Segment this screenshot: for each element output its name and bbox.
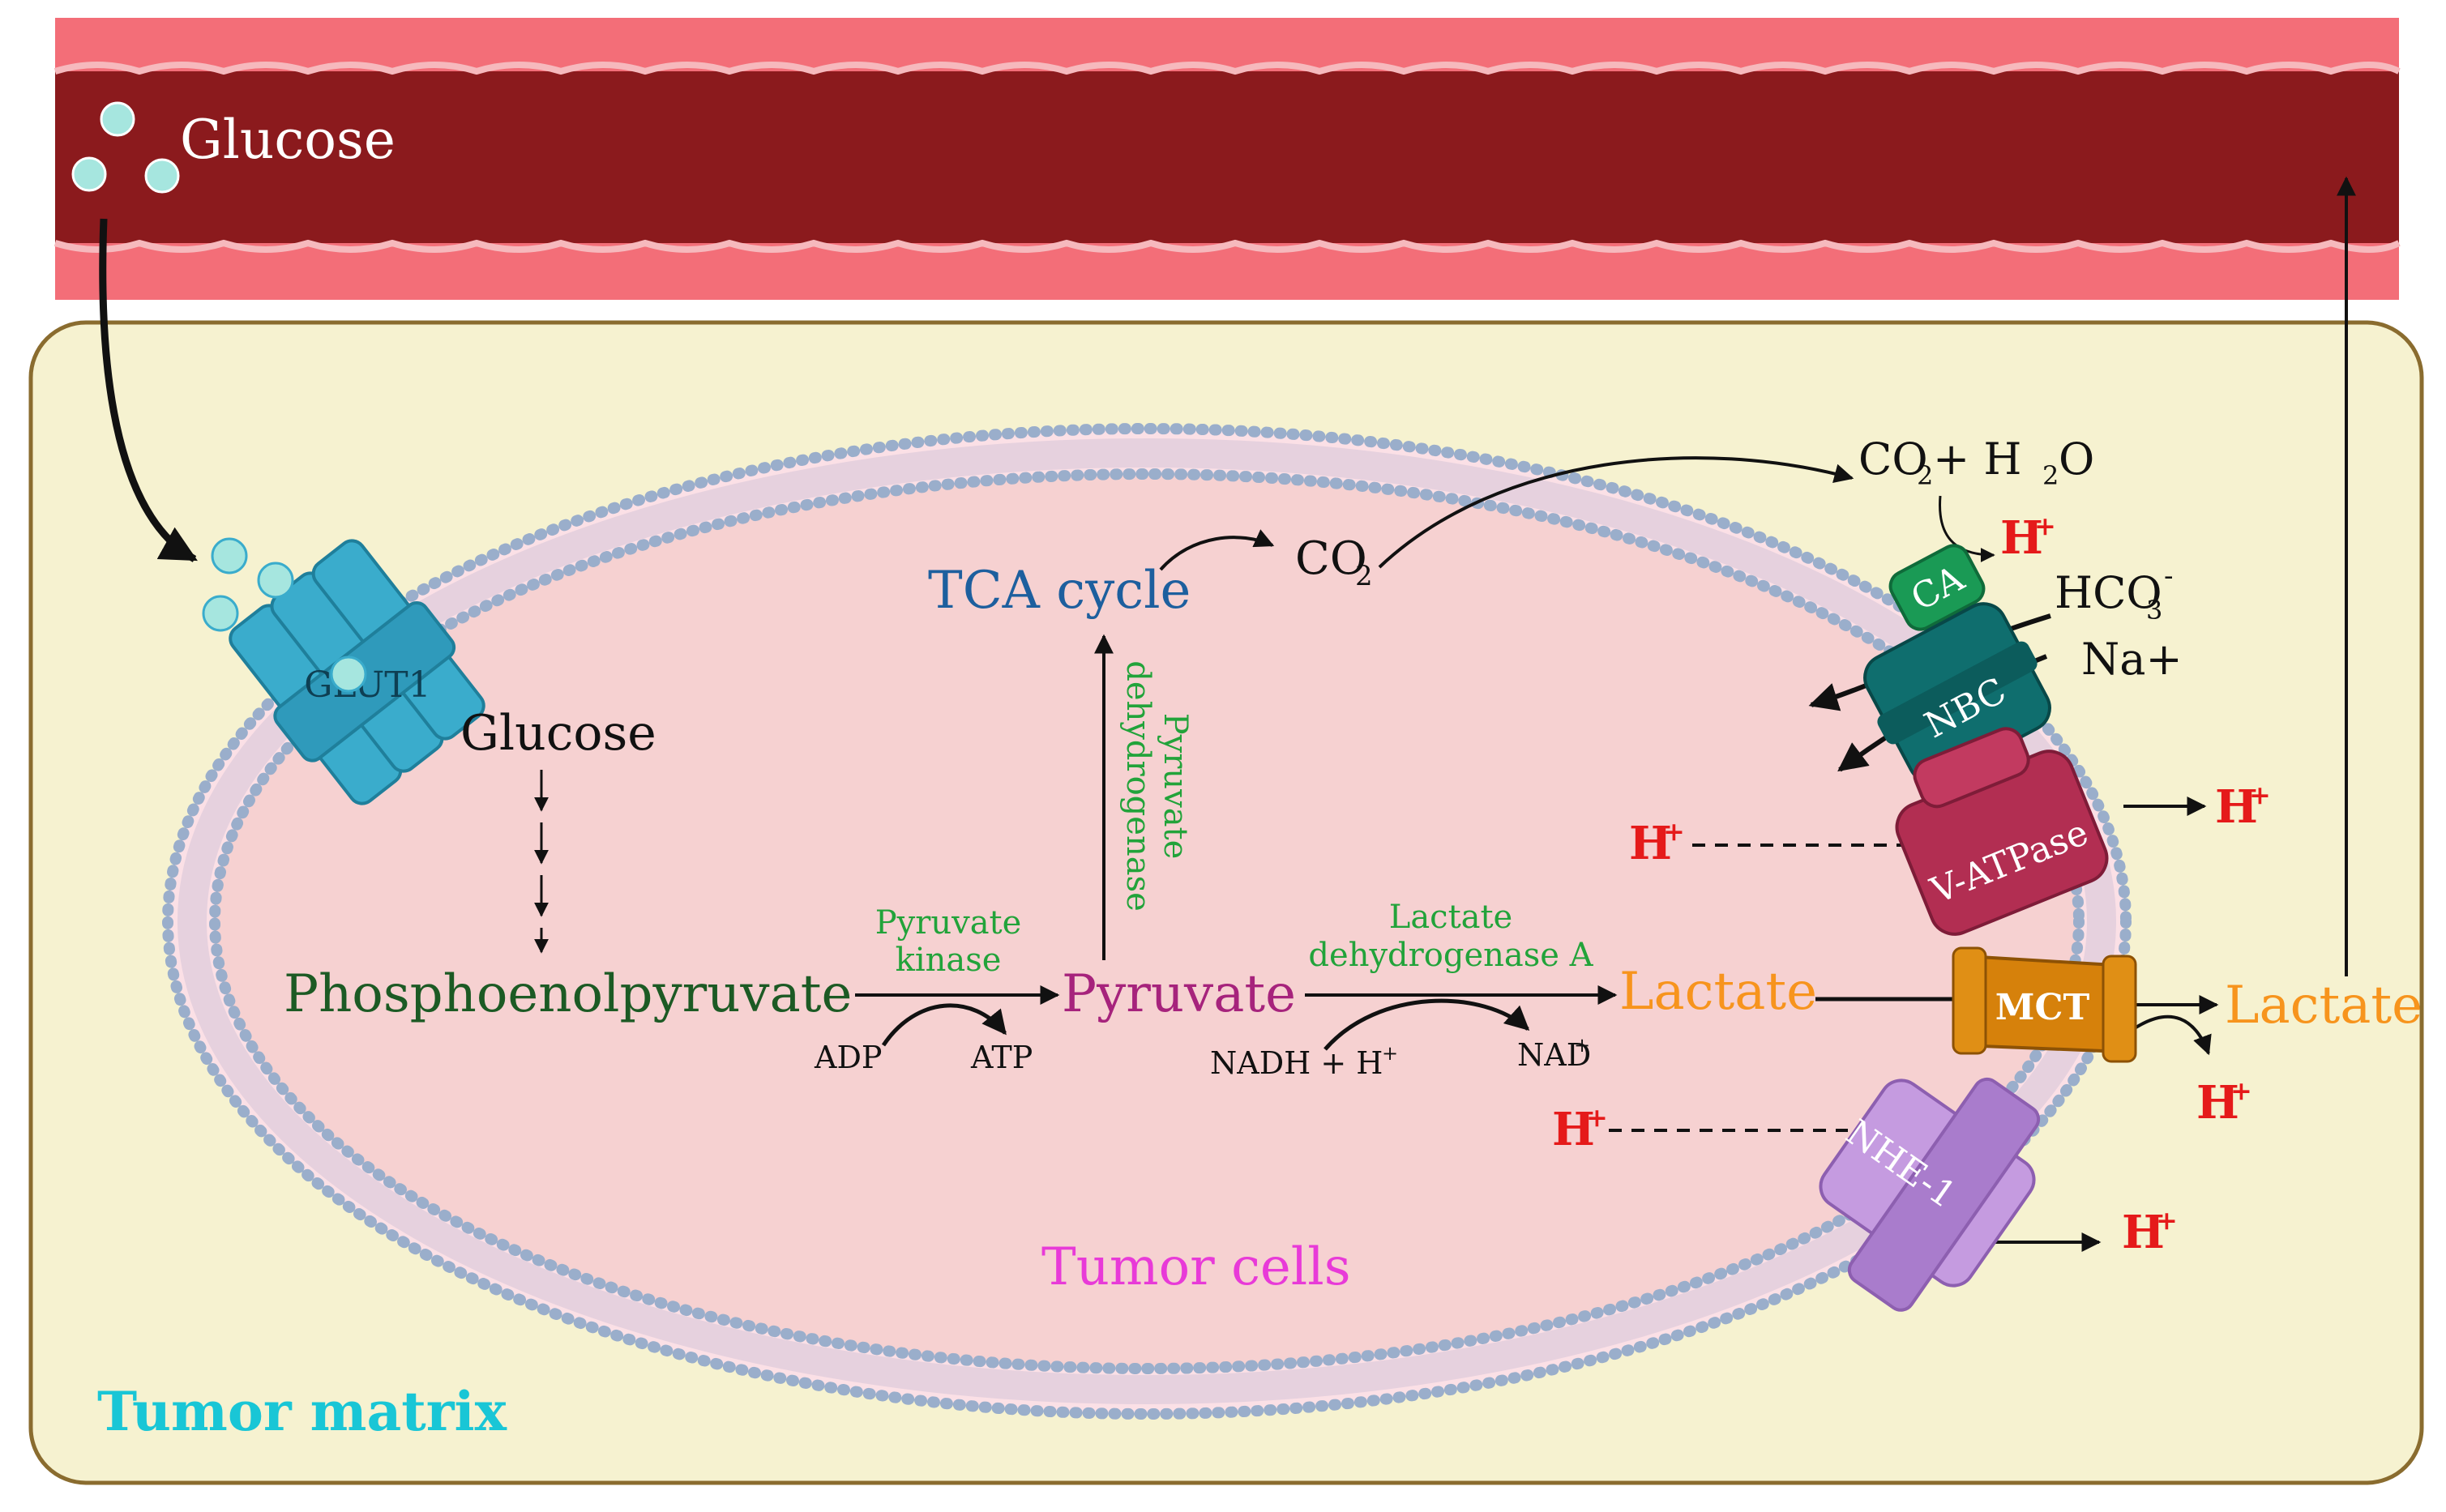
hco3-sup: - <box>2164 560 2174 592</box>
proton-vatpase-in-sup: + <box>1663 816 1685 847</box>
co2h2o-co-sub: 2 <box>1917 460 1933 491</box>
arrow-co2h2o-to-proton <box>1939 495 1995 562</box>
pyruvate-kinase-label: Pyruvate kinase <box>875 904 1022 979</box>
proton-nhe1-out-sup: + <box>2156 1205 2178 1236</box>
adp-label: ADP <box>814 1040 882 1075</box>
arrow-co2-to-co2h2o <box>1378 456 1854 569</box>
pdh-line1: Pyruvate <box>1157 713 1194 860</box>
atp-label: ATP <box>970 1040 1033 1075</box>
proton-nhe1-in: H + <box>1552 1102 1608 1156</box>
ldh-line2: dehydrogenase A <box>1308 937 1593 974</box>
co2-subscript: 2 <box>1355 560 1373 592</box>
blood-vessel <box>53 18 2401 300</box>
arrow-tca-to-co2 <box>1159 529 1275 571</box>
nad-label: NAD + <box>1517 1034 1591 1073</box>
proton-ca-base: H <box>2000 511 2043 565</box>
co2-label: CO 2 <box>1295 532 1373 592</box>
sodium-label: Na+ <box>2081 634 2183 685</box>
nad-sup: + <box>1574 1034 1590 1057</box>
co2-h2o-label: CO 2 + H 2 O <box>1858 434 2094 491</box>
lactate-extracellular: Lactate <box>2225 976 2422 1036</box>
pdh-line2: dehydrogenase <box>1119 660 1157 912</box>
proton-vatpase-out: H + <box>2215 779 2271 834</box>
nhe1-exchanger: NHE-1 <box>1819 1077 2041 1312</box>
proton-ca: H + <box>2000 510 2056 565</box>
arrow-vessel-to-glut1 <box>99 218 198 562</box>
lactate-intracellular: Lactate <box>1619 962 1817 1022</box>
co2h2o-plus-h: + H <box>1933 434 2022 485</box>
tumor-cell <box>162 423 2132 1420</box>
hco3-base: HCO <box>2055 567 2162 618</box>
pk-line1: Pyruvate <box>875 904 1022 942</box>
nad-base: NAD <box>1517 1037 1591 1073</box>
proton-mct-out-sup: + <box>2230 1075 2252 1106</box>
glut1-label: GLUT1 <box>304 664 430 706</box>
arrow-mct-to-proton <box>2126 1014 2212 1056</box>
proton-vatpase-out-sup: + <box>2249 779 2271 810</box>
co2h2o-co: CO <box>1858 434 1928 485</box>
mct-transporter: MCT <box>1952 946 2137 1063</box>
glucose-molecules-glut1 <box>202 537 367 693</box>
nadh-sup: + <box>1382 1042 1398 1065</box>
proton-vatpase-out-base: H <box>2215 780 2258 834</box>
ldh-line1: Lactate <box>1389 899 1512 936</box>
pyruvate-dehydrogenase-label: Pyruvate dehydrogenase <box>1119 660 1194 912</box>
arrow-nadh-to-nad <box>1323 998 1530 1051</box>
intracellular-glucose: Glucose <box>460 705 656 762</box>
nadh-label: NADH + H + <box>1210 1042 1398 1081</box>
proton-ca-sup: + <box>2034 510 2056 541</box>
nadh-base: NADH + H <box>1210 1045 1383 1081</box>
co2h2o-h-sub: 2 <box>2042 460 2059 491</box>
proton-nhe1-in-base: H <box>1552 1103 1595 1156</box>
pyruvate: Pyruvate <box>1062 964 1296 1024</box>
proton-vatpase-in-base: H <box>1629 817 1672 870</box>
proton-nhe1-out-base: H <box>2122 1206 2165 1259</box>
proton-mct-out: H + <box>2196 1075 2252 1130</box>
proton-mct-out-base: H <box>2196 1076 2239 1130</box>
lactate-dehydrogenase-label: Lactate dehydrogenase A <box>1308 899 1593 974</box>
tumor-cells-label: Tumor cells <box>1041 1237 1351 1297</box>
proton-nhe1-in-sup: + <box>1586 1102 1608 1133</box>
co2-base: CO <box>1295 532 1367 585</box>
vessel-glucose-label: Glucose <box>180 109 396 171</box>
co2h2o-o: O <box>2059 434 2094 485</box>
pk-line2: kinase <box>896 942 1002 979</box>
proton-vatpase-in: H + <box>1629 816 1685 870</box>
proton-nhe1-out: H + <box>2122 1205 2178 1259</box>
phosphoenolpyruvate: Phosphoenolpyruvate <box>284 964 852 1024</box>
glucose-molecules-vessel <box>71 101 180 194</box>
tumor-matrix-label: Tumor matrix <box>97 1380 507 1443</box>
hco3-sub: 3 <box>2146 595 2162 626</box>
ca-enzyme: CA <box>1888 544 1986 631</box>
mct-label: MCT <box>1995 987 2090 1028</box>
arrow-adp-to-atp <box>881 1003 1007 1047</box>
hco3-label: HCO 3 - <box>2055 560 2174 626</box>
tca-cycle: TCA cycle <box>928 561 1191 621</box>
